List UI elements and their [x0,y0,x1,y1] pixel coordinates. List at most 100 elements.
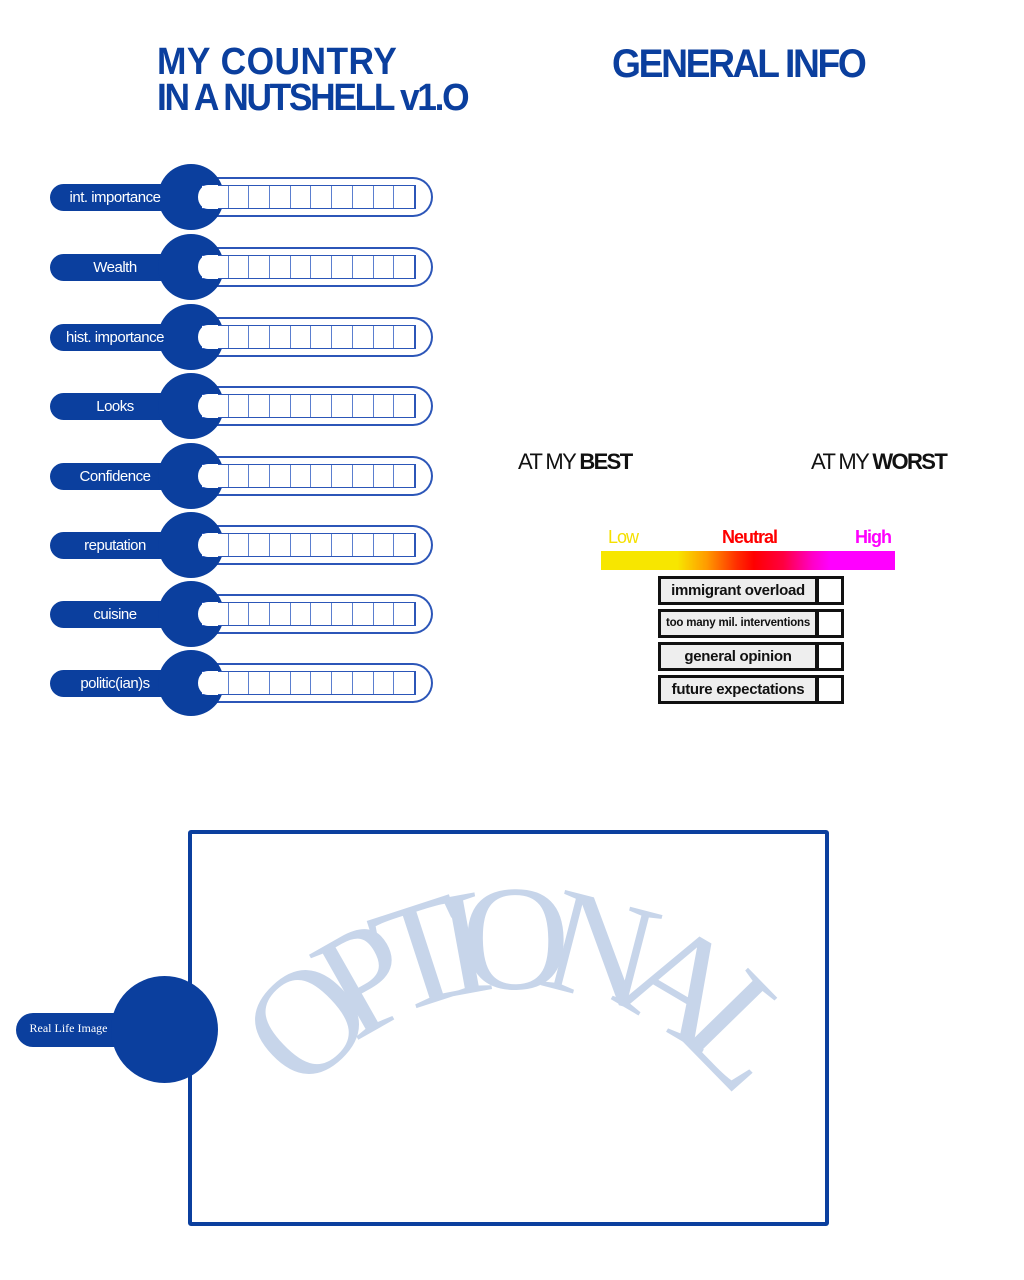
gauge-cell[interactable] [310,465,331,487]
real-life-image-frame[interactable]: OPTIONAL [188,830,829,1226]
gauge-cell[interactable] [269,326,290,348]
gauge-cell[interactable] [331,395,352,417]
gauge-cell[interactable] [393,186,414,208]
best-prefix: AT MY [518,449,580,474]
gauge-cell[interactable] [289,534,311,556]
opinion-checkbox[interactable] [815,678,841,701]
gauge-cell[interactable] [310,534,331,556]
gauge-cell[interactable] [372,256,394,278]
gauge-cell[interactable] [393,395,414,417]
gauge-cell[interactable] [227,603,249,625]
gauge-cell[interactable] [248,256,269,278]
gauge-cell[interactable] [248,603,269,625]
gauge-cell[interactable] [372,326,394,348]
gauge-track[interactable] [202,394,416,418]
gauge-cell[interactable] [331,465,352,487]
gauge-cell[interactable] [393,256,414,278]
gauge-cell[interactable] [393,465,414,487]
gauge-cell[interactable] [331,256,352,278]
gauge-cell[interactable] [331,603,352,625]
gauge-cell[interactable] [351,326,373,348]
scale-low-label: Low [608,527,639,547]
gauge-track[interactable] [202,464,416,488]
gauge-cell[interactable] [331,534,352,556]
gauge-row: politic(ian)s [50,650,440,718]
gauge-cell[interactable] [351,603,373,625]
gauge-cell[interactable] [227,395,249,417]
gauge-cell[interactable] [351,256,373,278]
gauge-cell[interactable] [331,326,352,348]
gauge-track[interactable] [202,602,416,626]
page-title: MY COUNTRY IN A NUTSHELL v1.O [157,43,470,117]
gauge-track[interactable] [202,671,416,695]
gauge-cell[interactable] [331,186,352,208]
gauge-cell[interactable] [289,256,311,278]
gauge-cell[interactable] [227,256,249,278]
gauge-cell[interactable] [310,603,331,625]
gauge-cell[interactable] [372,186,394,208]
gauge-cell[interactable] [351,672,373,694]
gauge-cell[interactable] [269,672,290,694]
gauge-cell[interactable] [310,326,331,348]
gauge-cell[interactable] [310,395,331,417]
gauge-cell[interactable] [227,534,249,556]
gauge-cell[interactable] [248,672,269,694]
gauge-cell[interactable] [269,465,290,487]
gauge-cell[interactable] [289,326,311,348]
gauge-cell[interactable] [393,534,414,556]
gauge-cell[interactable] [331,672,352,694]
gauge-cell[interactable] [248,534,269,556]
gauge-cell[interactable] [310,186,331,208]
gauge-track[interactable] [202,325,416,349]
gauge-cell[interactable] [393,326,414,348]
gauge-cell[interactable] [269,603,290,625]
gauge-cell[interactable] [269,534,290,556]
gauge-cell[interactable] [351,534,373,556]
opinion-row: future expectations [658,675,844,704]
gauge-cell[interactable] [372,465,394,487]
gauge-row: Wealth [50,234,440,302]
gauge-cell[interactable] [310,256,331,278]
gauge-cell[interactable] [227,186,249,208]
gauge-row: reputation [50,512,440,580]
gauge-cell[interactable] [269,186,290,208]
gauge-cell[interactable] [351,395,373,417]
scale-neutral-label: Neutral [722,527,778,547]
gauge-track[interactable] [202,185,416,209]
gauge-cell[interactable] [269,256,290,278]
gauge-cell[interactable] [248,186,269,208]
gauge-cell[interactable] [372,672,394,694]
gauge-cell[interactable] [227,672,249,694]
gauge-cell[interactable] [269,395,290,417]
gauge-cell[interactable] [248,326,269,348]
gauge-track-notch [198,602,218,626]
gauge-cell[interactable] [248,465,269,487]
gauge-cell[interactable] [289,603,311,625]
gauge-row: Confidence [50,443,440,511]
gauge-cell[interactable] [351,465,373,487]
gauge-cell[interactable] [289,186,311,208]
gauge-cell[interactable] [310,672,331,694]
gauge-cell[interactable] [372,534,394,556]
gauge-cell[interactable] [372,603,394,625]
opinion-row: general opinion [658,642,844,671]
gauge-cell[interactable] [289,465,311,487]
opinion-checkbox[interactable] [815,579,841,602]
gauge-track-notch [198,464,218,488]
gauge-cell[interactable] [351,186,373,208]
gauge-cell[interactable] [248,395,269,417]
gauge-cell[interactable] [393,603,414,625]
gauge-track[interactable] [202,533,416,557]
gauge-track[interactable] [202,255,416,279]
opinion-checkbox[interactable] [815,645,841,668]
gauge-cell[interactable] [289,395,311,417]
gauge-cell[interactable] [227,465,249,487]
opinion-checkbox[interactable] [815,612,841,635]
gauge-row: int. importance [50,164,440,232]
gauge-cell[interactable] [372,395,394,417]
gauge-cell[interactable] [393,672,414,694]
gauge-cell[interactable] [289,672,311,694]
general-info-title: GENERAL INFO [612,42,867,86]
at-my-worst-heading: AT MY WORST [811,449,948,475]
gauge-cell[interactable] [227,326,249,348]
